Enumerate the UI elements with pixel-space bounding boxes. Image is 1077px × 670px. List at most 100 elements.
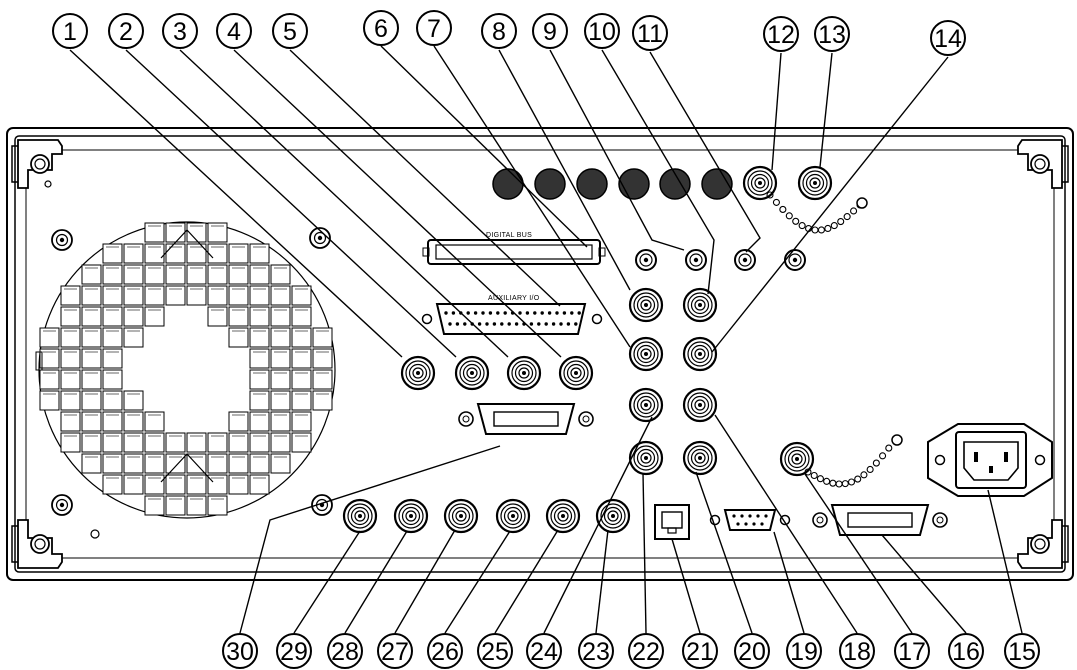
- chain-link: [766, 191, 774, 199]
- fan-grille-cell: [123, 243, 144, 264]
- leader-line-28: [344, 530, 408, 634]
- fan-grille-cell: [312, 348, 333, 369]
- fan-grille-cell: [144, 222, 165, 243]
- serial-pin: [732, 514, 736, 518]
- fan-grille-cell: [102, 369, 123, 390]
- callout-22: 22: [628, 633, 664, 669]
- bracket-foot-ring: [34, 158, 46, 170]
- bnc-ring: [347, 503, 373, 529]
- fan-grille-cell: [165, 495, 186, 516]
- leader-line-2: [125, 49, 457, 358]
- fan-grille-cell: [165, 432, 186, 453]
- gpib-screw-ring: [582, 415, 590, 423]
- auxiliary-io-pin: [507, 322, 511, 326]
- chain-link: [811, 226, 819, 234]
- callout-label: 30: [226, 638, 254, 666]
- fan-grille-cell: [102, 243, 123, 264]
- callout-label: 28: [331, 638, 359, 666]
- callout-25: 25: [477, 633, 513, 669]
- chain-link: [872, 459, 880, 467]
- bnc-ring: [500, 503, 526, 529]
- digital-bus-latch: [598, 247, 606, 257]
- bnc-bottom-row: [595, 498, 631, 534]
- fan-grille-cell: [291, 327, 312, 348]
- fan-grille-cell: [249, 453, 270, 474]
- callout-label: 23: [582, 638, 610, 666]
- callout-circle: [327, 633, 363, 669]
- auxiliary-io-pin: [574, 322, 578, 326]
- callout-circle: [628, 633, 664, 669]
- leader-line-10: [601, 49, 715, 295]
- chassis-outer-frame: [6, 127, 1074, 581]
- callout-circle: [786, 633, 822, 669]
- callout-circle: [377, 633, 413, 669]
- bnc-ring: [553, 506, 573, 526]
- callout-29: 29: [276, 633, 312, 669]
- gpib-screw-ring: [462, 415, 470, 423]
- fan-grille-cell: [165, 453, 186, 474]
- fan-grille-cell: [81, 306, 102, 327]
- fan-grille-cell: [186, 264, 207, 285]
- auxiliary-io-pin: [547, 311, 552, 315]
- bracket-foot-ring: [1034, 538, 1046, 550]
- bnc-bottom-row: [545, 498, 581, 534]
- fan-grille-cell: [249, 243, 270, 264]
- leader-line-5: [289, 49, 561, 307]
- callout-23: 23: [578, 633, 614, 669]
- bnc-center-column: [628, 440, 664, 476]
- power-inlet-pin: [1004, 452, 1008, 462]
- fan-grille-cell: [228, 432, 249, 453]
- callout-label: 2: [119, 18, 133, 46]
- callout-circle: [416, 10, 452, 46]
- auxiliary-io-pin: [514, 322, 519, 326]
- bnc-ring: [518, 367, 530, 379]
- callout-circle: [584, 13, 620, 49]
- fan-grille-cell: [102, 411, 123, 432]
- fan-grille-cell: [81, 264, 102, 285]
- fan-grille-cell: [123, 390, 144, 411]
- fan-grille-cell: [270, 327, 291, 348]
- bnc-ring: [640, 299, 652, 311]
- serial-pin: [748, 514, 752, 518]
- fan-grille-cell: [144, 453, 165, 474]
- auxiliary-io-pin: [544, 322, 548, 326]
- callout-circle: [948, 633, 984, 669]
- power-inlet-body: [955, 431, 1027, 489]
- bnc-ring: [750, 173, 770, 193]
- gpib-slot: [493, 411, 559, 427]
- fan-grille-cell: [228, 285, 249, 306]
- auxiliary-io-pin: [485, 322, 489, 326]
- bnc-ring: [687, 392, 713, 418]
- leader-line-20: [695, 471, 753, 634]
- smb-connector: [635, 249, 657, 271]
- fan-grille-cell: [123, 411, 144, 432]
- fan-grille-cell: [312, 390, 333, 411]
- fan-grille-cell: [186, 222, 207, 243]
- fan-grille-cell: [291, 432, 312, 453]
- bnc-pin: [698, 352, 702, 356]
- bnc-ring: [633, 392, 659, 418]
- power-inlet-socket: [963, 441, 1019, 481]
- screw-ring: [55, 498, 69, 512]
- leader-line-17: [804, 473, 913, 634]
- fan-grille-cell: [39, 348, 60, 369]
- panel-labels: DIGITAL BUS AUXILIARY I/O: [486, 232, 539, 302]
- leader-line-3: [179, 49, 509, 358]
- smb-pin: [792, 257, 798, 263]
- bnc-ring: [412, 367, 424, 379]
- screw-center: [317, 235, 323, 241]
- bnc-ring: [687, 445, 713, 471]
- fan-grille-cell: [291, 306, 312, 327]
- auxiliary-io-shell: [435, 303, 587, 335]
- bnc-ring: [350, 506, 370, 526]
- callout-circle: [1004, 633, 1040, 669]
- fan-grille-cell: [144, 411, 165, 432]
- bnc-pin: [511, 514, 515, 518]
- fan-grille-cell: [228, 474, 249, 495]
- blanking-plug: [659, 168, 691, 200]
- bnc-pin: [644, 352, 648, 356]
- power-inlet-pin: [974, 452, 978, 462]
- leader-line-19: [773, 531, 805, 634]
- serial-connector: [709, 509, 791, 531]
